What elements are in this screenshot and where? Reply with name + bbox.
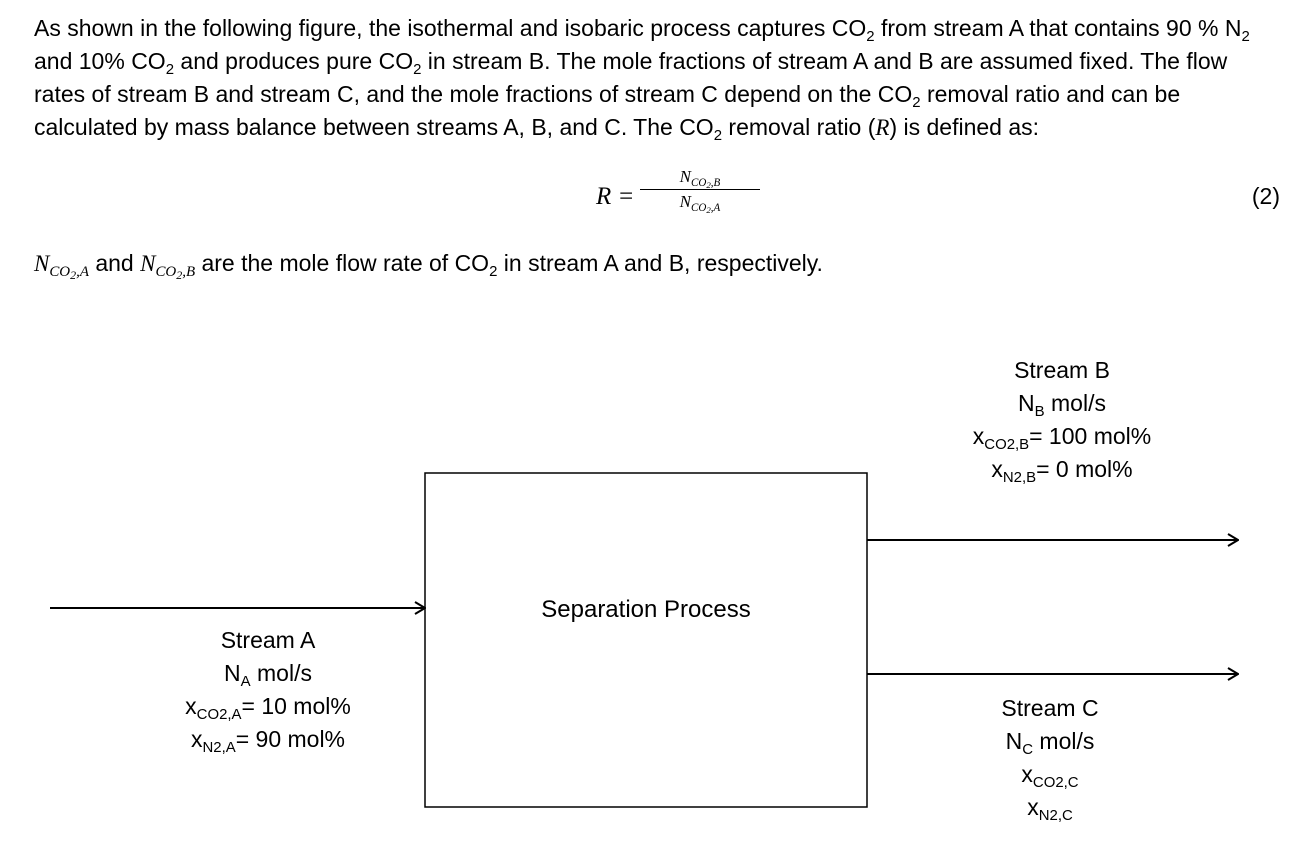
stream-c-flow: NC mol/s	[1005, 728, 1095, 759]
stream-c-xco2: xCO2,C	[1021, 761, 1079, 792]
problem-paragraph: As shown in the following figure, the is…	[34, 12, 1284, 144]
stream-b-flow: NB mol/s	[1018, 390, 1106, 421]
stream-a-label: Stream A NA mol/s xCO2,A= 10 mol% xN2,A=…	[130, 624, 406, 756]
equation-denominator: NCO2,A	[679, 192, 721, 216]
definition-text: NCO2,A and NCO2,B are the mole flow rate…	[34, 250, 823, 283]
stream-b-xco2: xCO2,B= 100 mol%	[972, 423, 1152, 454]
stream-a-xn2: xN2,A= 90 mol%	[190, 726, 346, 757]
equation-numerator: NCO2,B	[640, 167, 760, 190]
stream-a-xco2: xCO2,A= 10 mol%	[185, 693, 351, 724]
equation-number: (2)	[1251, 183, 1280, 209]
process-label: Separation Process	[541, 596, 751, 623]
stream-c-label: Stream C NC mol/s xCO2,C xN2,C	[930, 692, 1170, 824]
stream-b-xn2: xN2,B= 0 mol%	[991, 456, 1133, 487]
stream-b-label: Stream B NB mol/s xCO2,B= 100 mol% xN2,B…	[924, 354, 1200, 486]
stream-b-title: Stream B	[1014, 357, 1110, 383]
stream-a-title: Stream A	[220, 627, 316, 653]
separation-process-box	[424, 472, 868, 808]
stream-c-xn2: xN2,C	[1027, 794, 1073, 825]
equation-lhs: R =	[596, 183, 635, 210]
equation-2: R = NCO2,B NCO2,A (2)	[0, 163, 1314, 243]
stream-c-title: Stream C	[1001, 695, 1099, 721]
stream-a-flow: NA mol/s	[224, 660, 312, 691]
problem-text: As shown in the following figure, the is…	[34, 15, 1250, 145]
equation-fraction: NCO2,B NCO2,A	[640, 167, 760, 216]
